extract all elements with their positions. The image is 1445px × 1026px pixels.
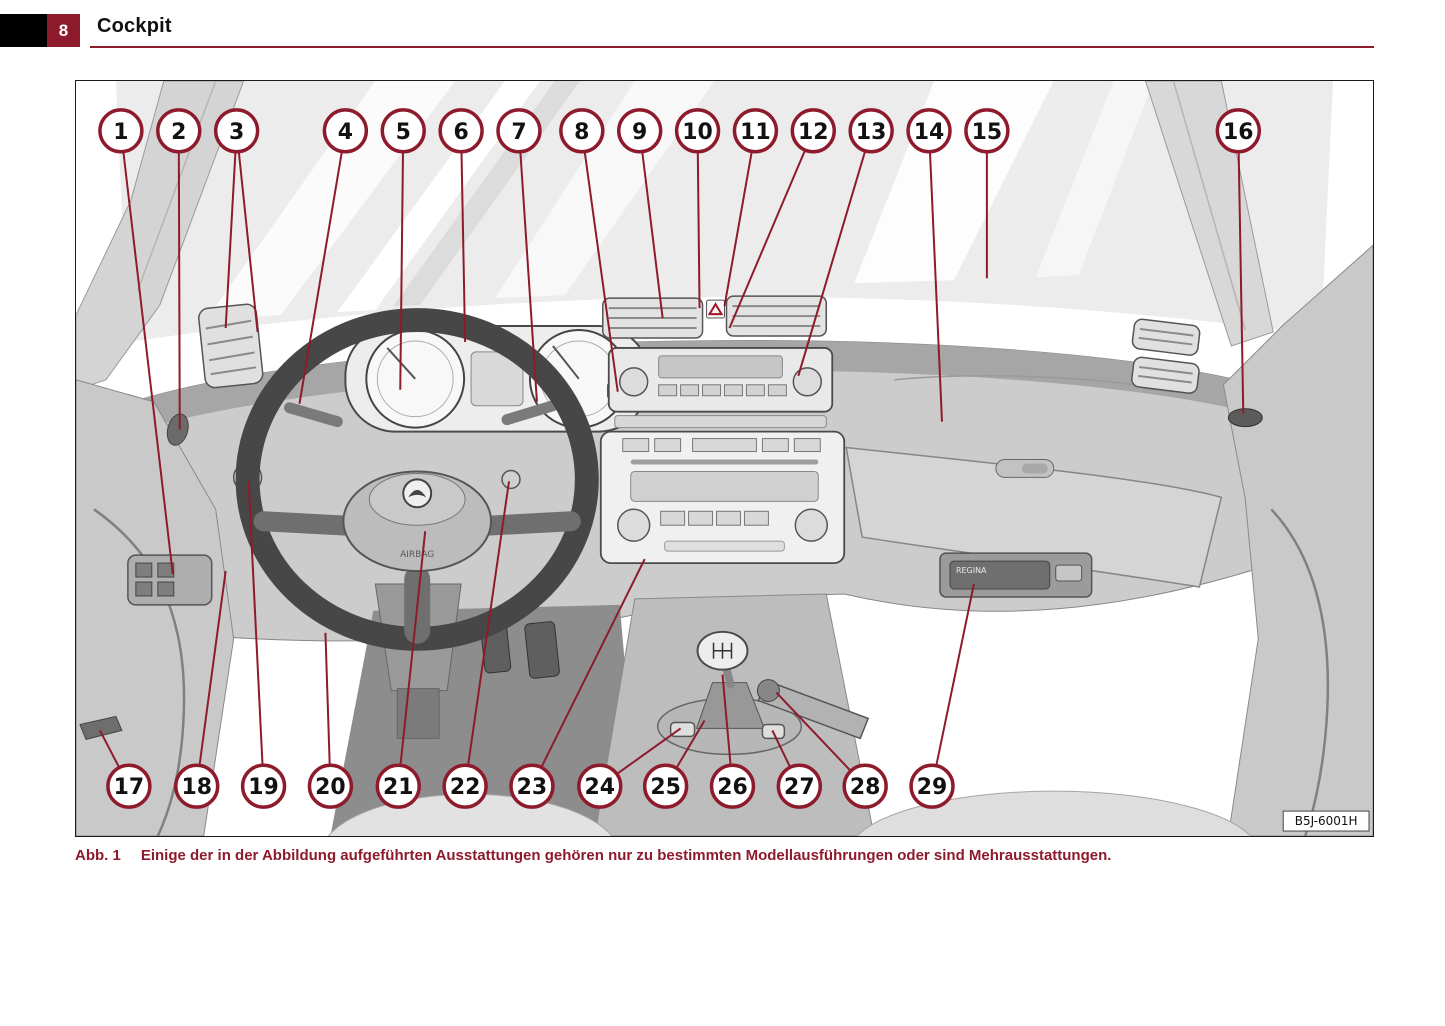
svg-text:14: 14 — [914, 120, 945, 145]
svg-text:1: 1 — [113, 120, 128, 145]
callout-23: 23 — [509, 558, 646, 809]
page-title: Cockpit — [97, 15, 172, 37]
page-number: 8 — [47, 14, 80, 47]
callout-7: 7 — [496, 108, 542, 402]
callout-9: 9 — [616, 108, 664, 319]
callout-29: 29 — [909, 583, 975, 809]
bin-label: REGINA — [956, 566, 987, 575]
console-button-left — [669, 721, 696, 738]
callout-25: 25 — [642, 719, 706, 809]
svg-text:4: 4 — [338, 120, 353, 145]
skoda-logo — [402, 478, 433, 509]
glovebox — [845, 446, 1223, 588]
svg-text:17: 17 — [114, 775, 145, 800]
svg-text:13: 13 — [856, 120, 887, 145]
header-rule — [90, 46, 1374, 48]
callout-15: 15 — [964, 108, 1010, 279]
figure-caption: Abb. 1 Einige der in der Abbildung aufgef… — [75, 846, 1380, 866]
cockpit-illustration: REGINA — [76, 81, 1373, 836]
bonnet-release-lever — [79, 715, 123, 740]
callout-21: 21 — [375, 531, 427, 809]
svg-text:10: 10 — [682, 120, 713, 145]
hazard-switch — [706, 299, 725, 319]
callout-1: 1 — [98, 108, 174, 575]
svg-text:24: 24 — [585, 775, 616, 800]
svg-text:16: 16 — [1223, 120, 1254, 145]
radio-lower — [599, 430, 846, 564]
callout-13: 13 — [797, 108, 894, 377]
header-black-tab — [0, 14, 47, 47]
caption-text: Einige der in der Abbildung aufgeführten… — [140, 847, 1112, 864]
svg-text:28: 28 — [850, 775, 881, 800]
svg-text:9: 9 — [632, 120, 647, 145]
callout-11: 11 — [723, 108, 779, 307]
svg-text:25: 25 — [650, 775, 681, 800]
svg-text:11: 11 — [740, 120, 771, 145]
svg-text:3: 3 — [229, 120, 244, 145]
svg-text:21: 21 — [383, 775, 414, 800]
left-door-handle — [166, 413, 189, 446]
center-vents — [602, 295, 828, 339]
svg-text:18: 18 — [181, 775, 212, 800]
right-stalk — [501, 400, 559, 426]
side-vents-right — [1131, 318, 1201, 394]
svg-text:22: 22 — [450, 775, 481, 800]
svg-text:27: 27 — [784, 775, 815, 800]
right-door-panel — [1222, 244, 1373, 836]
left-stalk — [284, 402, 343, 428]
figure-code: B5J-6001H — [1282, 810, 1370, 832]
svg-text:7: 7 — [511, 120, 526, 145]
svg-text:23: 23 — [517, 775, 548, 800]
callout-16: 16 — [1215, 108, 1262, 414]
ignition-lock — [501, 469, 521, 490]
callout-2: 2 — [156, 108, 202, 430]
callout-26: 26 — [709, 674, 756, 809]
callout-4: 4 — [298, 108, 369, 404]
svg-text:12: 12 — [798, 120, 829, 145]
airbag-label: AIRBAG — [400, 550, 434, 560]
callout-22: 22 — [442, 481, 510, 809]
window-switches — [127, 554, 213, 606]
svg-text:19: 19 — [248, 775, 279, 800]
callout-5: 5 — [380, 108, 426, 390]
handbrake — [756, 679, 870, 740]
callout-10: 10 — [674, 108, 721, 309]
figure-frame: REGINA — [75, 80, 1374, 837]
callout-20: 20 — [307, 632, 354, 809]
callout-24: 24 — [577, 727, 682, 809]
callout-19: 19 — [240, 481, 287, 809]
right-door-handle — [1227, 408, 1263, 428]
radio-upper — [607, 347, 834, 429]
callout-8: 8 — [559, 108, 619, 392]
callout-27: 27 — [771, 729, 823, 809]
svg-text:20: 20 — [315, 775, 346, 800]
callout-6: 6 — [438, 108, 484, 342]
svg-text:15: 15 — [972, 120, 1003, 145]
side-vent-left — [198, 303, 264, 389]
svg-text:6: 6 — [453, 120, 468, 145]
caption-label: Abb. 1 — [75, 847, 121, 864]
callout-18: 18 — [174, 570, 227, 809]
svg-text:8: 8 — [574, 120, 589, 145]
svg-text:5: 5 — [396, 120, 411, 145]
callout-3: 3 — [213, 108, 260, 333]
callout-14: 14 — [906, 108, 952, 422]
storage-bin: REGINA — [939, 552, 1093, 598]
svg-text:26: 26 — [717, 775, 748, 800]
svg-text:29: 29 — [917, 775, 948, 800]
figure-code-text: B5J-6001H — [1295, 814, 1358, 828]
callout-28: 28 — [775, 691, 888, 809]
callout-17: 17 — [99, 729, 152, 809]
callout-12: 12 — [728, 108, 836, 329]
svg-text:2: 2 — [171, 120, 186, 145]
